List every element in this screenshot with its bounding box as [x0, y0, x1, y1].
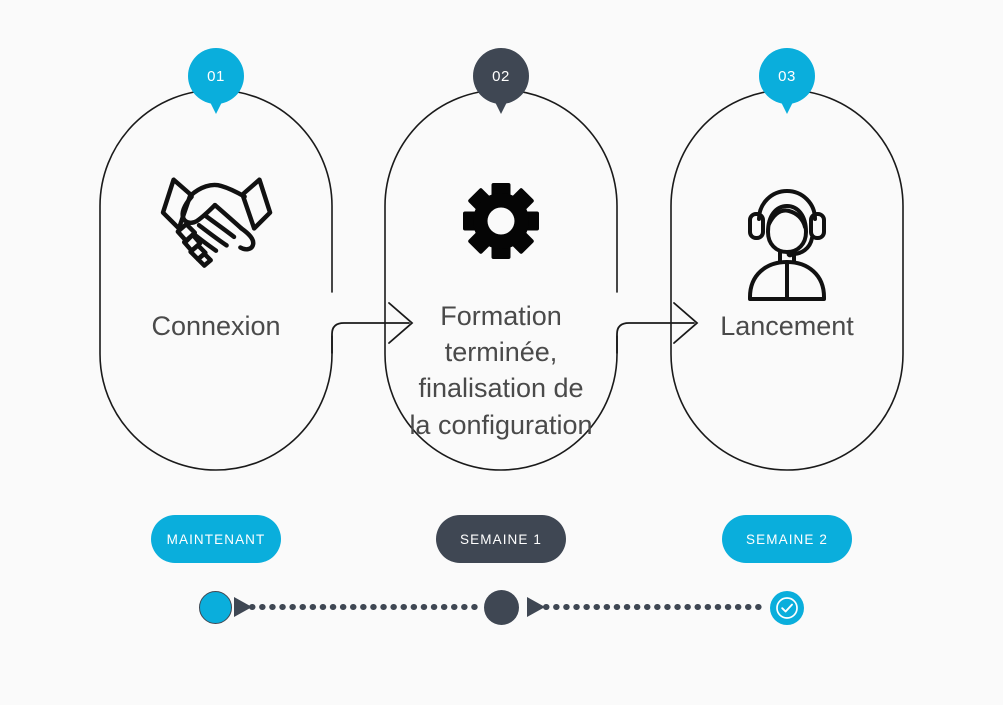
handshake-icon [160, 177, 273, 268]
pin-body-2 [473, 48, 529, 104]
headset-agent-icon [748, 189, 826, 301]
pin-body-1 [188, 48, 244, 104]
step-pill-1[interactable]: MAINTENANT [151, 515, 281, 563]
step-pin-2[interactable]: 02 [473, 48, 529, 114]
step-pin-1[interactable]: 01 [188, 48, 244, 114]
pin-body-3 [759, 48, 815, 104]
step-capsule-1 [99, 89, 333, 471]
step-pin-3[interactable]: 03 [759, 48, 815, 114]
arrow-step2-to-step3 [616, 302, 699, 354]
step-capsule-2-right-upper [500, 89, 618, 293]
step-number-1: 01 [207, 67, 225, 85]
step-number-3: 03 [778, 67, 796, 85]
timeline-track [234, 597, 765, 617]
step-title-3: Lancement [720, 311, 854, 341]
step-pill-3[interactable]: SEMAINE 2 [722, 515, 852, 563]
timeline-marker-start[interactable] [199, 591, 232, 624]
gear-icon [463, 183, 539, 259]
timeline-arrow-1 [234, 597, 252, 617]
step-number-2: 02 [492, 67, 510, 85]
timeline-marker-middle[interactable] [484, 590, 519, 625]
arrow-step1-to-step2 [331, 302, 414, 354]
step-capsule-2 [384, 89, 618, 471]
step-pill-2[interactable]: SEMAINE 1 [436, 515, 566, 563]
check-circle-icon [776, 597, 798, 619]
timeline-marker-end[interactable] [770, 591, 804, 625]
step-capsule-1-right-upper [215, 89, 333, 293]
step-title-1: Connexion [151, 311, 281, 341]
step-title-2: Formation terminée, finalisation de la c… [409, 301, 593, 440]
timeline-arrow-2 [527, 597, 545, 617]
